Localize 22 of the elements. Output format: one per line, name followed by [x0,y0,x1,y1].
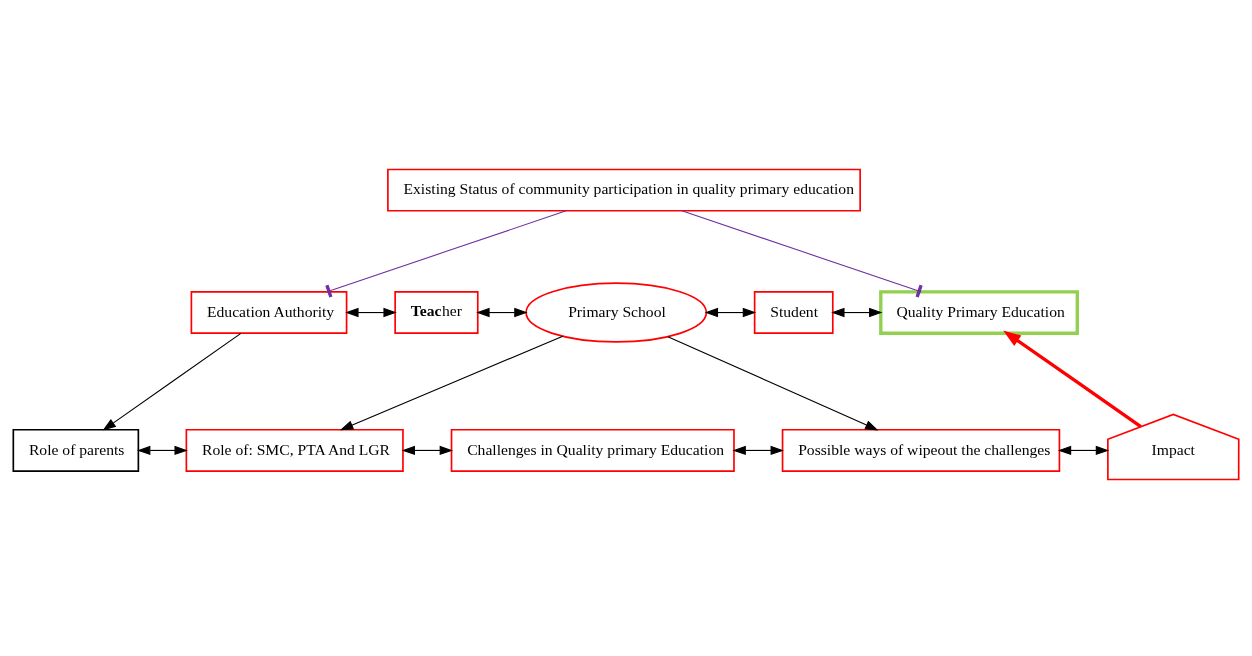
arrow [1057,445,1110,456]
arrow [831,307,883,318]
arrow [401,445,454,456]
arrow [732,445,784,456]
arrow [704,307,757,318]
node-box: Existing Status of community participation in quality primary education [387,168,861,212]
node-box: Teacher [394,291,479,335]
node-ellipse: Primary School [525,282,708,343]
connector [325,210,567,298]
arrow [345,307,397,318]
node-box: Possible ways of wipeout the challenges [781,428,1061,472]
node-box: Role of: SMC, PTA And LGR [185,428,404,472]
arrow [136,445,188,456]
node-box: Challenges in Quality primary Education [450,428,735,472]
node-box: Role of parents [12,428,140,472]
node-box: Student [753,291,834,335]
arrow [102,332,242,431]
arrow [667,336,879,431]
arrow [1003,330,1142,428]
connector [681,210,923,298]
arrow [476,307,528,318]
arrow [339,335,564,431]
